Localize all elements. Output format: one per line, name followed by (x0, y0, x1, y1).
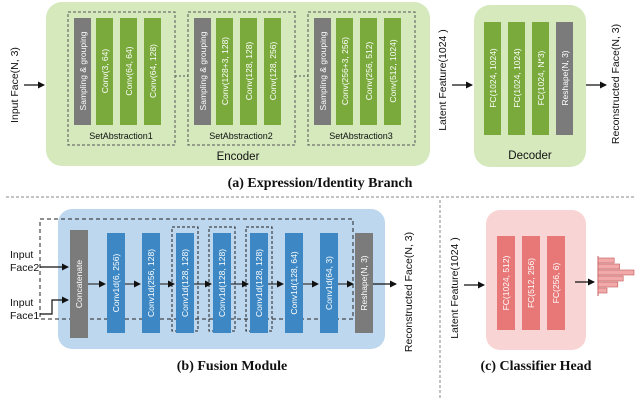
arrow-face1-to-concat (40, 296, 69, 315)
fc-block (532, 22, 549, 135)
conv1d-label: Conv1d(128, 128) (180, 249, 190, 317)
fusion-input1-line1: Input (10, 297, 33, 309)
branch-input-label: Input Face(N, 3) (9, 47, 21, 123)
histogram-bar (597, 263, 620, 270)
expression-identity-branch: Input Face(N, 3) Encoder Sampling & grou… (9, 2, 622, 191)
conv-label: Conv(512, 1024) (388, 39, 398, 102)
conv1d-label: Conv1d(256, 128) (146, 249, 156, 317)
fusion-input2-line1: Input (10, 249, 33, 261)
fc-block (547, 236, 565, 330)
sampling-grouping-label: Sampling & grouping (78, 31, 88, 110)
classifier-latent-label: Latent Feature(1024 ) (449, 237, 461, 339)
reshape-label: Reshape(N, 3) (359, 255, 369, 310)
conv-label: Conv(3, 64) (100, 49, 110, 94)
fc-label: FC(1024, 1024) (488, 48, 498, 108)
output-histogram-icon (597, 256, 635, 296)
histogram-bar (597, 257, 615, 264)
concatenate-label: Concatenate (74, 260, 84, 308)
conv-block (360, 18, 377, 125)
encoder-title: Encoder (217, 151, 260, 163)
concatenate-block (70, 230, 88, 338)
conv1d-block (142, 233, 160, 333)
fc-label: FC(1024, 1024) (512, 48, 522, 108)
set-abstraction-name: SetAbstraction1 (89, 131, 153, 141)
conv-block (216, 18, 233, 125)
conv-block (120, 18, 137, 125)
skip-connection-outline (39, 218, 354, 320)
conv-label: Conv(64, 128) (148, 44, 158, 98)
conv1d-label: Conv1d(64, 3) (324, 256, 334, 310)
conv-label: Conv(256, 512) (364, 42, 374, 101)
conv1d-block (213, 233, 231, 333)
branch-output-label: Reconstructed Face(N, 3) (610, 24, 622, 144)
fc-block (497, 236, 515, 330)
set-abstraction-1: Sampling & grouping Conv(3, 64) Conv(64,… (67, 11, 176, 146)
histogram-bar (597, 287, 608, 294)
decoder-title: Decoder (508, 150, 552, 162)
conv-label: Conv(256+3, 256) (340, 37, 350, 105)
conv-block (264, 18, 281, 125)
sampling-grouping-block (194, 18, 211, 125)
conv-block (336, 18, 353, 125)
conv-block (240, 18, 257, 125)
sampling-grouping-label: Sampling & grouping (198, 31, 208, 110)
fc-block (522, 236, 540, 330)
reshape-label: Reshape(N, 3) (560, 50, 570, 105)
histogram-bar (597, 281, 619, 288)
set-abstraction-3: Sampling & grouping Conv(256+3, 256) Con… (307, 11, 416, 146)
reshape-block (556, 22, 573, 135)
fc-block (484, 22, 501, 135)
sampling-grouping-block (314, 18, 331, 125)
fusion-output-label: Reconstructed Face(N, 3) (403, 232, 415, 352)
conv-block (384, 18, 401, 125)
conv-label: Conv(128, 256) (268, 42, 278, 101)
fc-label: FC(512, 256) (526, 258, 536, 308)
conv1d-block (176, 233, 194, 333)
conv-block (96, 18, 113, 125)
conv1d-label: Conv1d(128, 128) (254, 249, 264, 317)
fc-block (508, 22, 525, 135)
set-abstraction-name: SetAbstraction3 (329, 131, 393, 141)
conv-label: Conv(64, 64) (124, 46, 134, 95)
set-abstraction-2: Sampling & grouping Conv(128+3, 128) Con… (187, 11, 296, 146)
histogram-bar (597, 275, 624, 282)
conv-label: Conv(128, 128) (244, 42, 254, 101)
reshape-block (355, 233, 373, 333)
fusion-caption: (b) Fusion Module (177, 359, 287, 374)
classifier-head: Latent Feature(1024 ) FC(1024, 512) FC(5… (449, 210, 635, 374)
fc-label: FC(256, 6) (551, 263, 561, 304)
fc-label: FC(1024, N*3) (536, 50, 546, 105)
conv1d-block (250, 233, 268, 333)
conv1d-label: Conv1d(128, 64) (289, 251, 299, 314)
conv1d-block (107, 233, 125, 333)
branch-latent-label: Latent Feature(1024 ) (437, 29, 449, 131)
fusion-input2-line2: Face2 (10, 262, 39, 274)
fc-label: FC(1024, 512) (501, 255, 511, 310)
conv1d-label: Conv1d(6, 256) (111, 254, 121, 313)
conv-label: Conv(128+3, 128) (220, 37, 230, 105)
conv1d-label: Conv1d(128, 128) (217, 249, 227, 317)
conv1d-block (320, 233, 338, 333)
encoder-panel (46, 2, 430, 166)
sampling-grouping-label: Sampling & grouping (318, 31, 328, 110)
fusion-module: Input Face2 Input Face1 Concatenate Conv… (10, 209, 415, 374)
classifier-caption: (c) Classifier Head (481, 359, 592, 374)
conv1d-block (285, 233, 303, 333)
conv-block (144, 18, 161, 125)
branch-caption: (a) Expression/Identity Branch (228, 176, 413, 191)
fusion-input1-line2: Face1 (10, 310, 39, 322)
sampling-grouping-block (74, 18, 91, 125)
histogram-bar (597, 269, 635, 276)
set-abstraction-name: SetAbstraction2 (209, 131, 273, 141)
